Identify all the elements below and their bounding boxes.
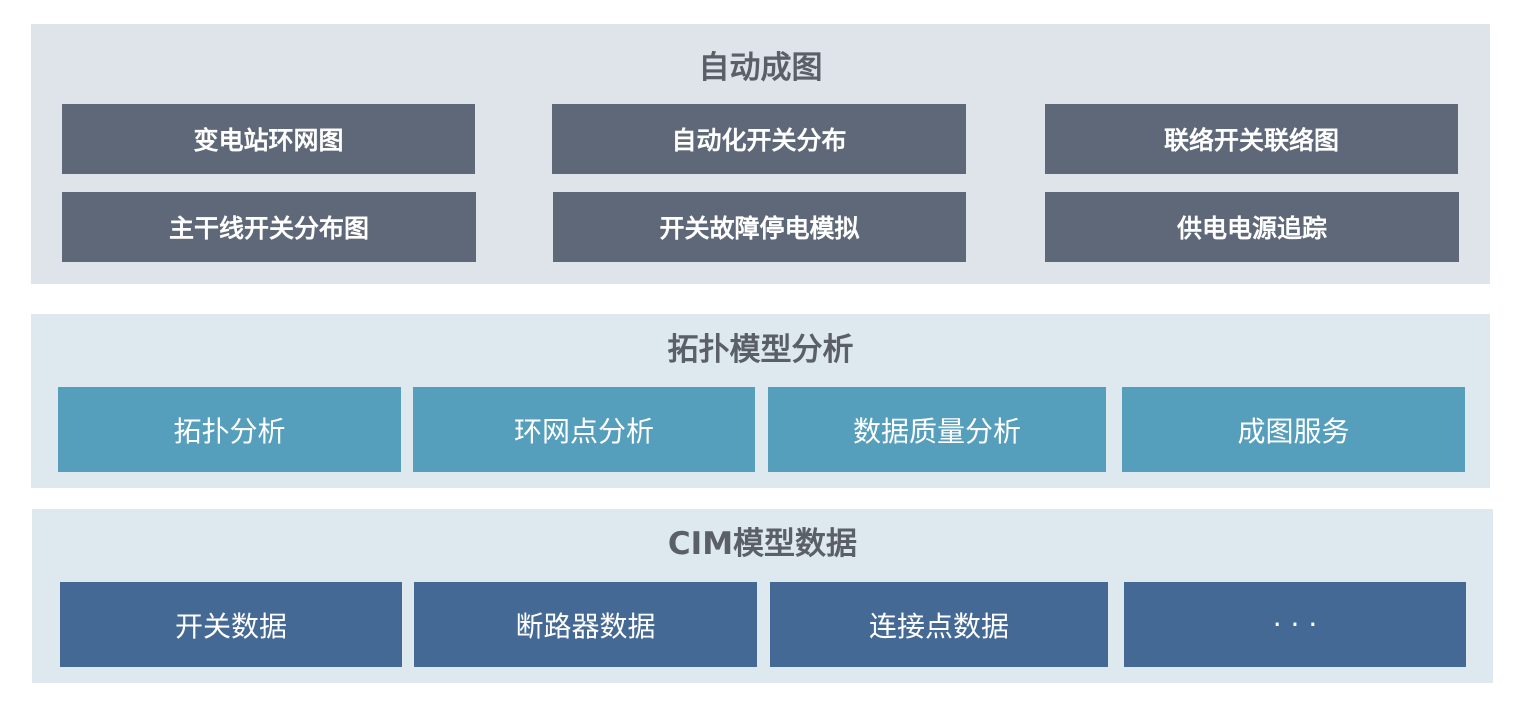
data-quality-analysis-box: 数据质量分析 [768, 387, 1106, 472]
power-source-tracing-box: 供电电源追踪 [1045, 192, 1459, 262]
ring-point-analysis-box: 环网点分析 [413, 387, 755, 472]
switch-fault-outage-simulation-box: 开关故障停电模拟 [553, 192, 966, 262]
topology-analysis-layer: 拓扑模型分析 拓扑分析 环网点分析 数据质量分析 成图服务 [31, 314, 1490, 488]
substation-ring-network-diagram-box: 变电站环网图 [62, 104, 475, 174]
more-data-box: · · · [1124, 582, 1466, 667]
auto-mapping-title: 自动成图 [698, 50, 823, 86]
trunk-switch-distribution-box: 主干线开关分布图 [62, 192, 476, 262]
tie-switch-diagram-box: 联络开关联络图 [1045, 104, 1458, 174]
cim-data-layer: CIM模型数据 开关数据 断路器数据 连接点数据 · · · [32, 509, 1493, 683]
cim-data-title: CIM模型数据 [667, 526, 858, 562]
topology-analysis-box: 拓扑分析 [58, 387, 401, 472]
topology-analysis-title: 拓扑模型分析 [667, 332, 854, 368]
switch-data-box: 开关数据 [60, 582, 402, 667]
mapping-service-box: 成图服务 [1122, 387, 1465, 472]
auto-mapping-layer: 自动成图 变电站环网图 自动化开关分布 联络开关联络图 主干线开关分布图 开关故… [31, 24, 1490, 284]
automation-switch-distribution-box: 自动化开关分布 [552, 104, 966, 174]
connection-point-data-box: 连接点数据 [770, 582, 1108, 667]
breaker-data-box: 断路器数据 [414, 582, 757, 667]
